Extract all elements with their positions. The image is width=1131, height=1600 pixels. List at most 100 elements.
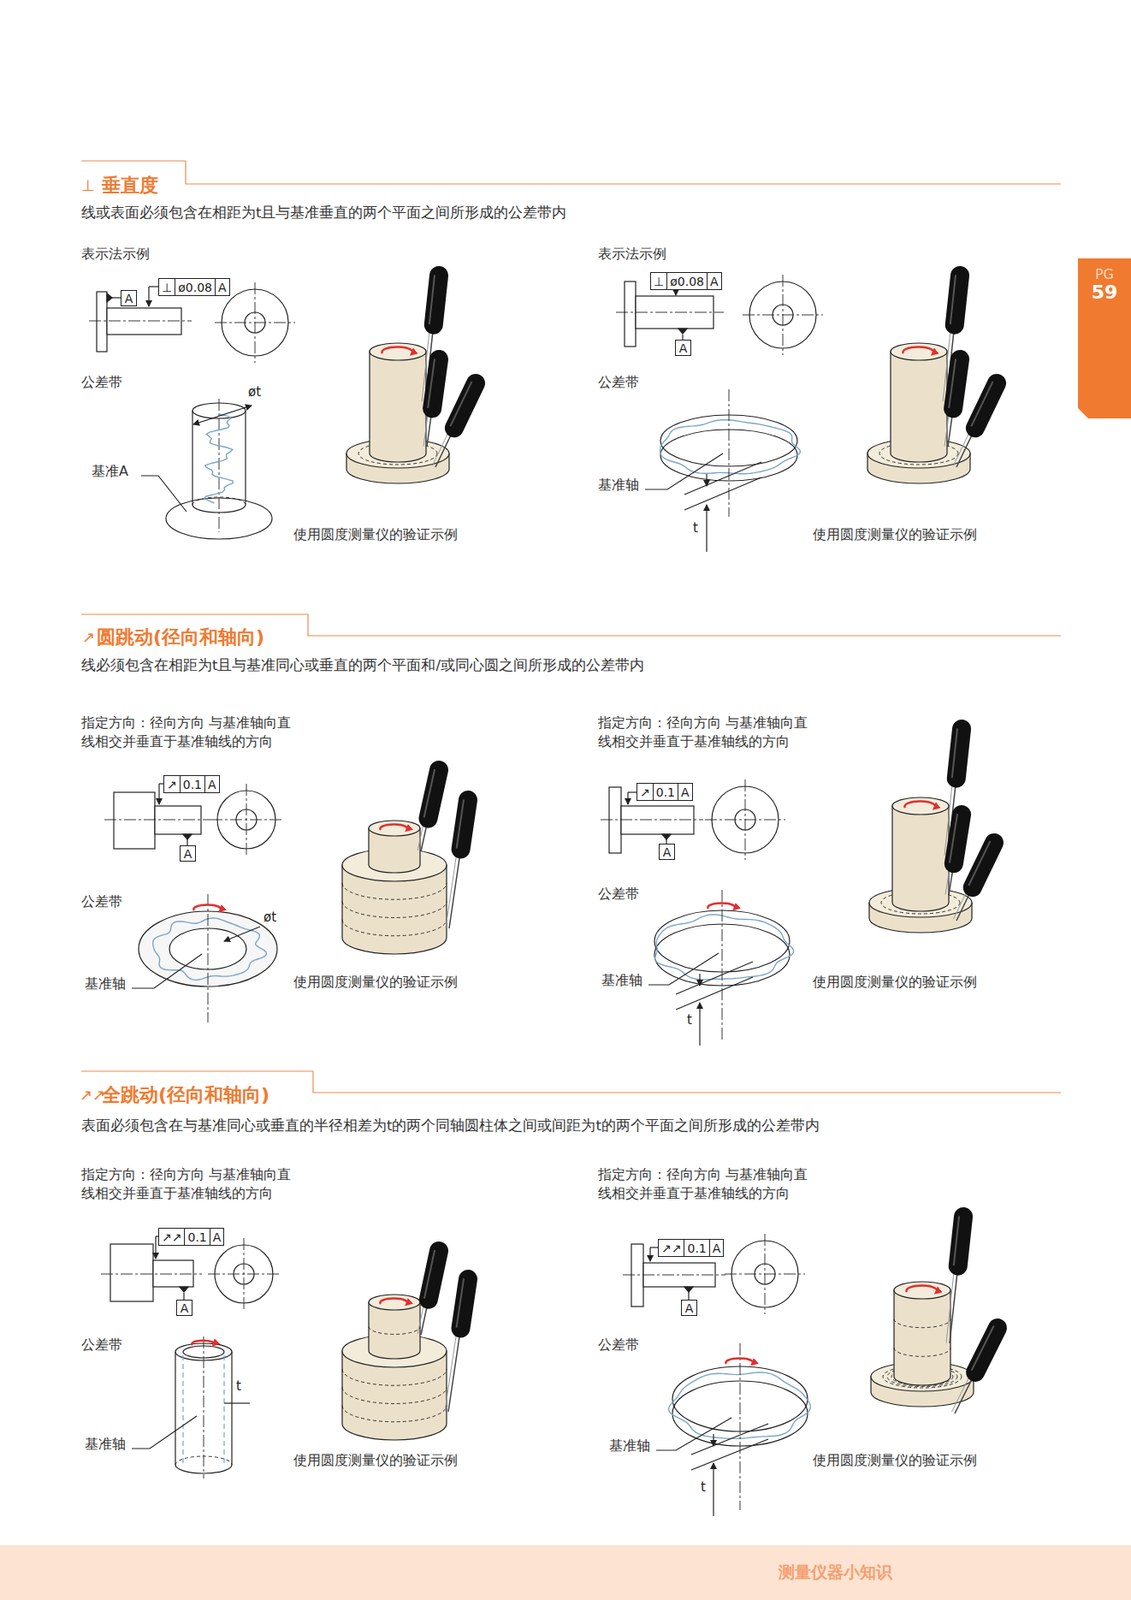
probe-highlight bbox=[450, 381, 472, 427]
center-line bbox=[88, 320, 192, 322]
part-outline bbox=[153, 1260, 194, 1287]
datum-label: 基准轴 bbox=[84, 975, 126, 993]
rotation-arrow bbox=[904, 801, 936, 809]
extension-line bbox=[691, 1438, 769, 1470]
feature-control-frame: ↗0.1A bbox=[636, 782, 693, 801]
center-line bbox=[104, 819, 211, 821]
section-title: 圆跳动(径向和轴向) bbox=[96, 625, 265, 650]
dimension-label: t bbox=[236, 1378, 242, 1395]
figure-caption: 使用圆度测量仪的验证示例 bbox=[812, 1451, 978, 1469]
datum-letter: A bbox=[679, 341, 688, 356]
sub-heading: 公差带 bbox=[81, 373, 123, 391]
leader-arrow bbox=[698, 1002, 700, 1046]
leader-line bbox=[656, 1417, 732, 1451]
datum-label: 基准轴 bbox=[601, 971, 643, 989]
drawing-line bbox=[174, 1351, 176, 1465]
cylinder-top bbox=[368, 820, 421, 836]
rotation-arrow bbox=[193, 905, 221, 912]
feature-control-frame: ↗↗0.1A bbox=[657, 1238, 724, 1257]
rotation-arrow bbox=[379, 824, 408, 831]
characteristic-symbol: ↗ bbox=[82, 627, 95, 648]
cylinder-top bbox=[892, 797, 949, 815]
dimension-label: t bbox=[700, 1479, 706, 1496]
probe-highlight bbox=[953, 1215, 960, 1266]
datum-reference: A bbox=[204, 775, 220, 793]
dimension-label: øt bbox=[263, 909, 277, 926]
drawing-line bbox=[191, 410, 193, 505]
sub-heading: 公差带 bbox=[81, 893, 123, 911]
datum-box: A bbox=[658, 843, 676, 860]
stylus bbox=[946, 1265, 955, 1343]
measured-profile bbox=[203, 414, 233, 504]
leader-arrow bbox=[158, 783, 160, 805]
sub-heading: 表示法示例 bbox=[598, 245, 667, 263]
figure-caption: 使用圆度测量仪的验证示例 bbox=[812, 973, 978, 991]
datum-reference: A bbox=[214, 278, 230, 296]
cylinder-top bbox=[369, 343, 427, 361]
center-line bbox=[745, 779, 747, 860]
figure-caption: 使用圆度测量仪的验证示例 bbox=[293, 973, 458, 991]
datum-triangle bbox=[183, 834, 192, 840]
probe-highlight bbox=[456, 1278, 465, 1327]
drawing-line bbox=[244, 410, 246, 505]
sub-heading: 公差带 bbox=[598, 373, 640, 391]
leader-arrow bbox=[712, 1462, 714, 1516]
measured-profile bbox=[669, 1372, 812, 1439]
datum-box: A bbox=[675, 339, 692, 356]
leader-arrow bbox=[705, 504, 707, 552]
characteristic-symbol: ↗↗ bbox=[79, 1085, 106, 1106]
center-line bbox=[100, 1273, 202, 1275]
leader-line bbox=[131, 1415, 197, 1449]
probe-body bbox=[454, 383, 476, 428]
drawing-line bbox=[650, 1246, 658, 1248]
probe-highlight bbox=[971, 1326, 995, 1371]
tolerance-value: 0.1 bbox=[652, 783, 678, 800]
measured-profile bbox=[655, 914, 794, 980]
sub-heading: 公差带 bbox=[598, 885, 640, 903]
datum-triangle bbox=[678, 328, 687, 334]
hidden-line bbox=[342, 919, 447, 936]
tab-fill bbox=[1077, 258, 1131, 419]
probe-body bbox=[953, 814, 962, 864]
extension-line bbox=[684, 477, 762, 510]
page-tab: PG59 bbox=[1077, 258, 1131, 419]
direction-note: 指定方向：径向方向 与基准轴向直 线相交并垂直于基准轴线的方向 bbox=[81, 1165, 300, 1203]
definition-text: 表面必须包含在与基准同心或垂直的半径相差为t的两个同轴圆柱体之间或间距为t的两个… bbox=[81, 1117, 820, 1136]
probe-highlight bbox=[948, 358, 956, 408]
extension-line bbox=[684, 461, 762, 495]
leader-line bbox=[648, 953, 719, 985]
section-rule bbox=[81, 160, 1061, 184]
tolerance-symbol: ↗ bbox=[637, 783, 653, 800]
leader-arrow bbox=[627, 792, 628, 805]
definition-text: 线必须包含在相距为t且与基准同心或垂直的两个平面和/或同心圆之间所形成的公差带内 bbox=[81, 657, 645, 676]
feature-control-frame: ⊥ø0.08A bbox=[650, 272, 723, 291]
part-outline bbox=[106, 307, 182, 335]
page-number: 59 bbox=[1077, 282, 1131, 303]
probe-highlight bbox=[429, 274, 435, 325]
measured-profile bbox=[223, 1355, 225, 1465]
feature-control-frame: ⊥ø0.08A bbox=[158, 278, 231, 297]
cylinder-body bbox=[892, 805, 949, 912]
extension-line bbox=[675, 961, 753, 995]
dimension-line bbox=[193, 405, 252, 425]
probe-highlight bbox=[427, 358, 435, 408]
feature-control-frame: ↗0.1A bbox=[163, 775, 220, 794]
datum-box: A bbox=[179, 845, 196, 862]
direction-note: 指定方向：径向方向 与基准轴向直 线相交并垂直于基准轴线的方向 bbox=[598, 713, 817, 752]
tolerance-symbol: ↗↗ bbox=[159, 1228, 184, 1245]
part-outline bbox=[110, 1243, 154, 1302]
datum-letter: A bbox=[180, 1301, 190, 1315]
tolerance-symbol: ⊥ bbox=[159, 278, 175, 296]
part-outline bbox=[624, 281, 636, 347]
datum-triangle bbox=[179, 1286, 189, 1292]
hidden-line bbox=[342, 1405, 447, 1422]
cylinder-body bbox=[890, 351, 948, 462]
center-line bbox=[207, 894, 209, 1023]
direction-note: 指定方向：径向方向 与基准轴向直 线相交并垂直于基准轴线的方向 bbox=[598, 1165, 817, 1203]
dimension-label: øt bbox=[248, 384, 261, 401]
datum-box: A bbox=[176, 1299, 193, 1316]
stylus bbox=[448, 1327, 461, 1412]
datum-triangle bbox=[106, 293, 113, 302]
leader-arrow bbox=[675, 290, 676, 296]
